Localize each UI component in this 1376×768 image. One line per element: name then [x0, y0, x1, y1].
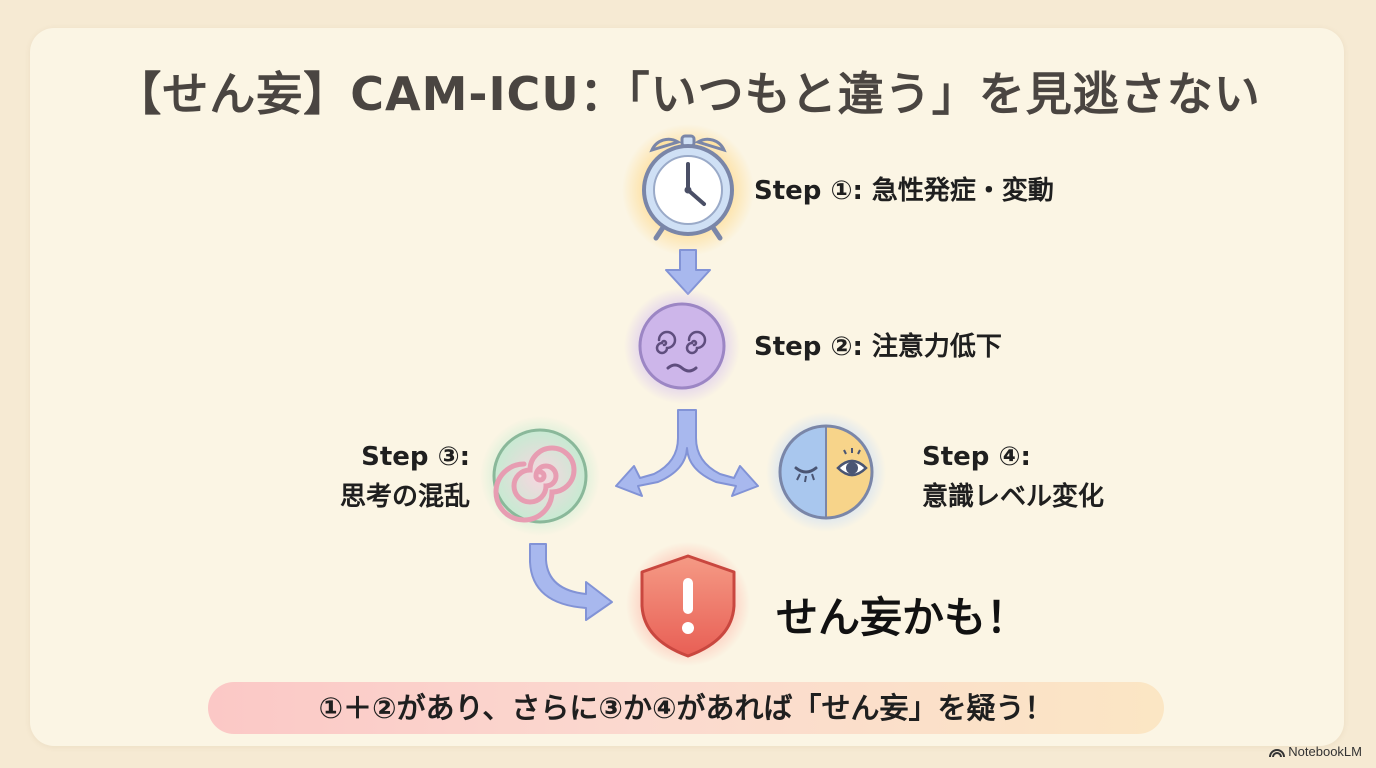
notebooklm-logo-icon	[1269, 749, 1286, 758]
arrow-step1-to-step2	[665, 249, 711, 295]
summary-banner: ①＋②があり、さらに③か④があれば「せん妄」を疑う！	[208, 682, 1164, 734]
conclusion-label: せん妄かも！	[776, 593, 1029, 642]
alarm-clock-icon	[622, 124, 754, 256]
step1-label: Step ①: 急性発症・変動	[754, 176, 1054, 206]
arrow-split-to-step3-step4	[615, 409, 759, 497]
sleep-awake-face-icon	[766, 412, 886, 532]
page-title: 【せん妄】CAM-ICU：「いつもと違う」を見逃さない	[115, 67, 1261, 121]
step2-label: Step ②: 注意力低下	[754, 332, 1002, 362]
warning-shield-icon	[626, 542, 750, 666]
step4-label-line1: Step ④:	[922, 442, 1031, 472]
step3-label-line1: Step ③:	[361, 442, 470, 472]
dizzy-face-icon	[624, 288, 740, 404]
watermark-text: NotebookLM	[1288, 744, 1362, 759]
step4-label-line2: 意識レベル変化	[922, 482, 1105, 512]
summary-banner-text: ①＋②があり、さらに③か④があれば「せん妄」を疑う！	[318, 691, 1054, 725]
spiral-icon	[480, 416, 600, 536]
step3-label-line2: 思考の混乱	[339, 482, 470, 512]
arrow-step3-to-conclusion	[529, 543, 613, 621]
watermark: NotebookLM	[1269, 744, 1362, 759]
